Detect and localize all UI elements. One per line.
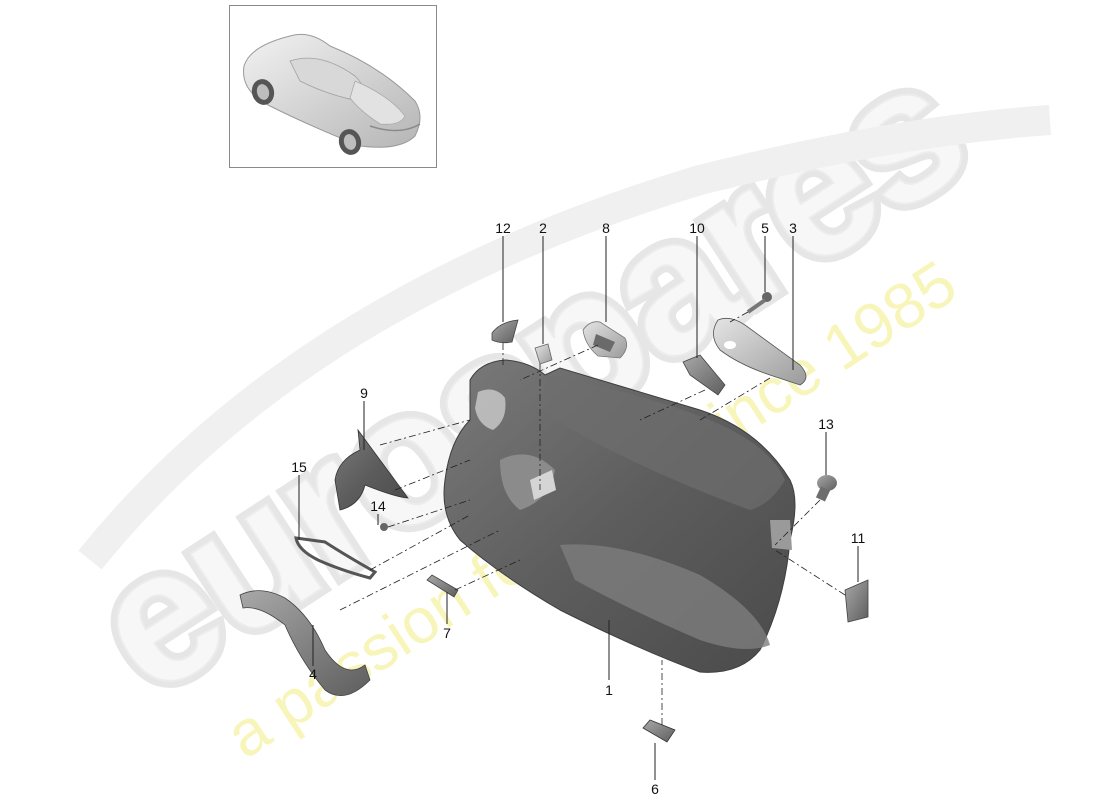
callout-3[interactable]: 3 (789, 220, 797, 236)
vehicle-overview-thumbnail (229, 5, 437, 168)
part-6-clip[interactable] (642, 719, 676, 743)
callout-13[interactable]: 13 (818, 416, 834, 432)
part-13-fastener[interactable] (815, 475, 837, 502)
part-8-switch-bezel[interactable] (582, 321, 628, 359)
part-14-clip[interactable] (380, 523, 388, 531)
callout-12[interactable]: 12 (495, 220, 511, 236)
callout-7[interactable]: 7 (443, 625, 451, 641)
part-3-door-handle[interactable] (713, 317, 807, 386)
callout-4[interactable]: 4 (309, 666, 317, 682)
callout-14[interactable]: 14 (370, 498, 386, 514)
part-11-end-cap[interactable] (844, 579, 869, 623)
assembly-lines (339, 311, 846, 725)
callout-6[interactable]: 6 (651, 781, 659, 797)
part-5-screw[interactable] (746, 292, 772, 314)
callout-8[interactable]: 8 (602, 220, 610, 236)
callout-11[interactable]: 11 (850, 530, 866, 546)
part-15-trim-frame[interactable] (294, 536, 378, 580)
part-2-clip[interactable] (534, 343, 553, 365)
part-10[interactable] (682, 354, 726, 396)
callout-1[interactable]: 1 (605, 682, 613, 698)
callout-2[interactable]: 2 (539, 220, 547, 236)
part-9-tweeter-cover[interactable] (334, 428, 409, 511)
callout-10[interactable]: 10 (689, 220, 705, 236)
part-4-pull-handle[interactable] (239, 590, 371, 697)
callout-5[interactable]: 5 (761, 220, 769, 236)
callout-9[interactable]: 9 (360, 385, 368, 401)
part-1-door-trim-panel[interactable] (443, 359, 796, 673)
leader-lines (298, 236, 859, 780)
callout-15[interactable]: 15 (291, 459, 307, 475)
car-icon (243, 33, 421, 155)
part-7[interactable] (426, 574, 459, 598)
part-12[interactable] (491, 319, 519, 344)
